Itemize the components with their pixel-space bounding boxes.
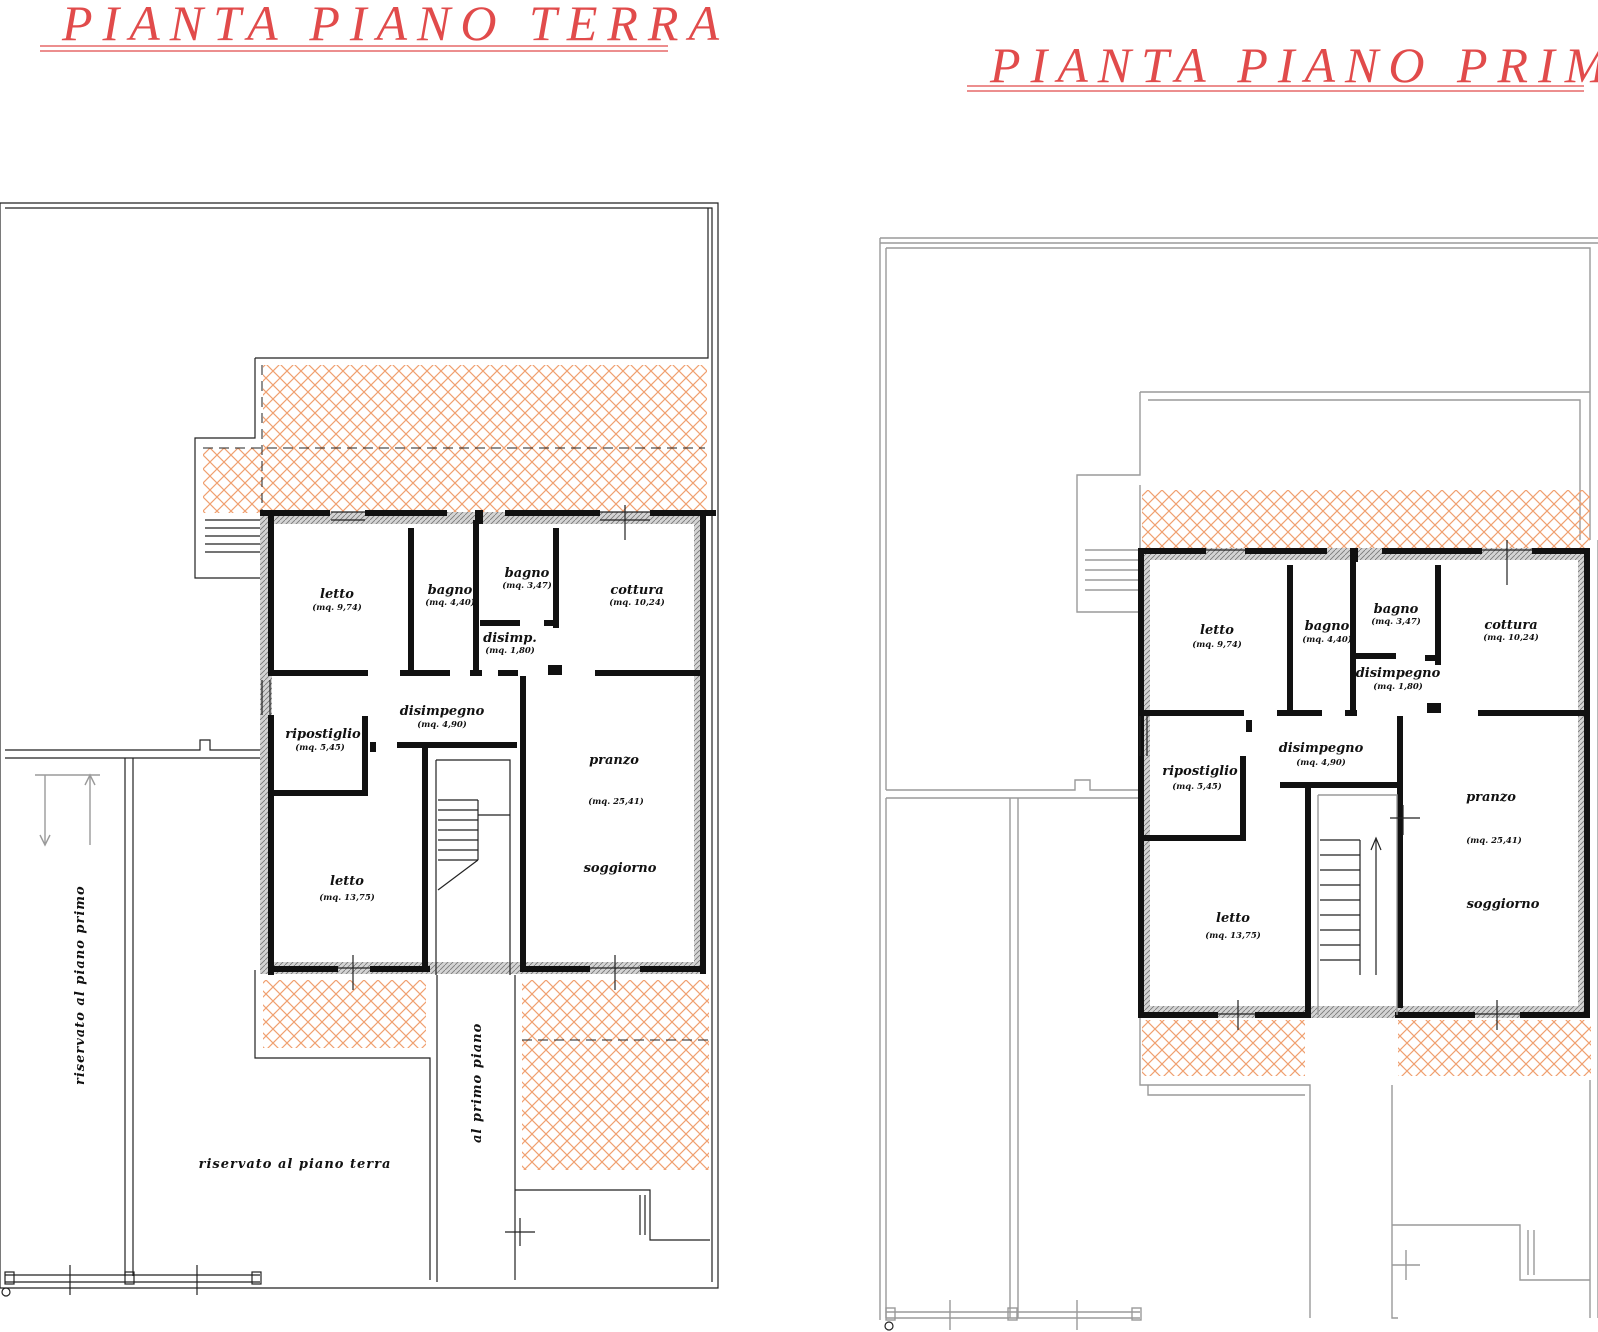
area-ripostiglio: (mq. 5,45)	[295, 742, 345, 753]
first-room-pranzo: pranzo	[1466, 790, 1516, 805]
first-room-bagno-2: bagno	[1374, 602, 1419, 617]
note-al-primo-piano: al primo piano	[470, 1023, 485, 1143]
area-pranzo: (mq. 25,41)	[588, 796, 644, 807]
first-terrace-south-west	[1142, 1020, 1305, 1076]
title-ground-text: PIANTA PIANO TERRA	[61, 0, 729, 51]
first-room-disimpegno: disimpegno	[1279, 741, 1364, 756]
first-room-bagno-1: bagno	[1305, 619, 1350, 634]
title-first: PIANTA PIANO PRIMO	[967, 37, 1598, 93]
room-soggiorno: soggiorno	[584, 861, 657, 876]
first-area-letto-1: (mq. 9,74)	[1192, 639, 1242, 650]
first-area-disimpegno-small: (mq. 1,80)	[1373, 681, 1423, 692]
area-disimpegno: (mq. 4,90)	[417, 719, 467, 730]
first-floor-plan: letto (mq. 9,74) bagno (mq. 4,40) bagno …	[879, 237, 1598, 1331]
first-terrace-north	[1142, 490, 1590, 548]
room-disimp: disimp.	[483, 631, 537, 646]
area-bagno-2: (mq. 3,47)	[502, 580, 552, 591]
area-disimp: (mq. 1,80)	[485, 645, 535, 656]
terrace-north-west	[203, 448, 265, 513]
first-area-letto-2: (mq. 13,75)	[1205, 930, 1261, 941]
area-bagno-1: (mq. 4,40)	[425, 597, 475, 608]
room-bagno-2: bagno	[505, 566, 550, 581]
first-area-bagno-2: (mq. 3,47)	[1371, 616, 1421, 627]
area-letto-1: (mq. 9,74)	[312, 602, 362, 613]
first-terrace-south-east	[1398, 1020, 1591, 1076]
room-cottura: cottura	[610, 583, 663, 598]
first-area-pranzo: (mq. 25,41)	[1466, 835, 1522, 846]
note-riservato-piano-primo: riservato al piano primo	[73, 885, 88, 1085]
room-letto-2: letto	[330, 874, 364, 889]
room-bagno-1: bagno	[428, 583, 473, 598]
title-first-text: PIANTA PIANO PRIMO	[989, 37, 1598, 93]
first-room-cottura: cottura	[1484, 618, 1537, 633]
ground-floor-plan: letto (mq. 9,74) bagno (mq. 4,40) bagno …	[0, 202, 719, 1297]
first-area-ripostiglio: (mq. 5,45)	[1172, 781, 1222, 792]
room-ripostiglio: ripostiglio	[285, 727, 361, 742]
first-area-bagno-1: (mq. 4,40)	[1302, 634, 1352, 645]
room-disimpegno: disimpegno	[400, 704, 485, 719]
room-letto-1: letto	[320, 587, 354, 602]
first-room-letto-2: letto	[1216, 911, 1250, 926]
terrace-south-east	[522, 980, 709, 1170]
first-room-soggiorno: soggiorno	[1467, 897, 1540, 912]
first-area-disimpegno: (mq. 4,90)	[1296, 757, 1346, 768]
first-room-ripostiglio: ripostiglio	[1162, 764, 1238, 779]
terrace-north	[263, 365, 707, 513]
room-pranzo: pranzo	[589, 753, 639, 768]
first-room-letto-1: letto	[1200, 623, 1234, 638]
title-ground: PIANTA PIANO TERRA	[40, 0, 729, 52]
terrace-south-west	[263, 980, 426, 1048]
note-riservato-piano-terra: riservato al piano terra	[199, 1157, 392, 1172]
area-letto-2: (mq. 13,75)	[319, 892, 375, 903]
first-area-cottura: (mq. 10,24)	[1483, 632, 1539, 643]
first-room-disimpegno-small: disimpegno	[1356, 666, 1441, 681]
area-cottura: (mq. 10,24)	[609, 597, 665, 608]
